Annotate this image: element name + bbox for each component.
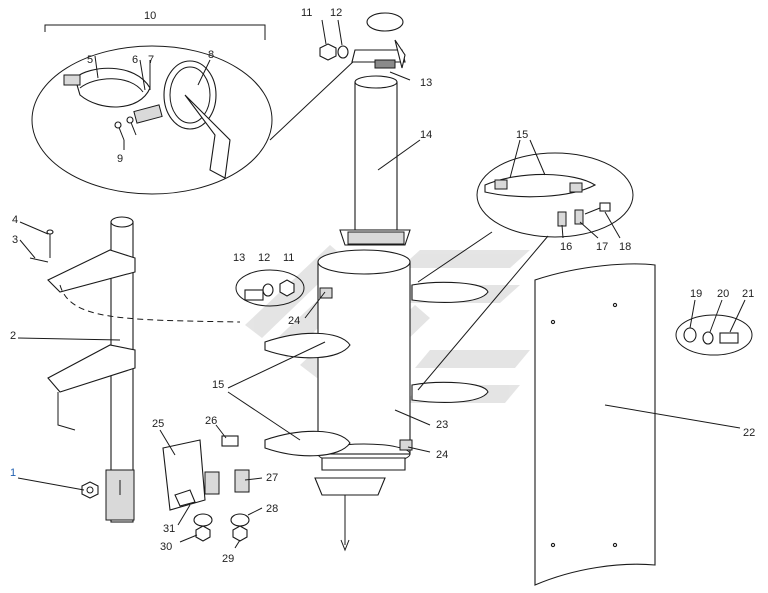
leader-lines xyxy=(17,19,746,549)
bolt-set-right xyxy=(675,314,753,356)
heat-shield xyxy=(534,263,656,586)
exhaust-pipe xyxy=(339,75,411,246)
label-27: 27 xyxy=(266,472,278,484)
label-25: 25 xyxy=(152,418,164,430)
label-19: 19 xyxy=(690,288,702,300)
label-1: 1 xyxy=(10,467,16,479)
label-16: 16 xyxy=(560,241,572,253)
label-11: 11 xyxy=(301,7,312,19)
label-13: 13 xyxy=(420,77,432,89)
label-5: 5 xyxy=(87,54,93,66)
callout-labels: 10 5 6 7 8 9 4 3 2 1 11 12 13 14 15 16 1… xyxy=(10,7,755,565)
muffler-body xyxy=(314,249,411,552)
label-24-top: 24 xyxy=(288,315,300,327)
top-cap-assembly xyxy=(319,12,406,69)
label-8: 8 xyxy=(208,49,214,61)
label-2: 2 xyxy=(10,330,16,342)
label-14: 14 xyxy=(420,129,432,141)
lower-bracket-assembly xyxy=(162,435,250,542)
label-9: 9 xyxy=(117,153,123,165)
label-21: 21 xyxy=(742,288,754,300)
label-12-mid: 12 xyxy=(258,252,270,264)
label-30: 30 xyxy=(160,541,172,553)
label-13-mid: 13 xyxy=(233,252,245,264)
label-12: 12 xyxy=(330,7,342,19)
label-23: 23 xyxy=(436,419,448,431)
label-17: 17 xyxy=(596,241,608,253)
label-4: 4 xyxy=(12,214,18,226)
label-3: 3 xyxy=(12,234,18,246)
mounting-post xyxy=(29,216,136,523)
label-15-mid: 15 xyxy=(212,379,224,391)
label-22: 22 xyxy=(743,427,755,439)
label-20: 20 xyxy=(717,288,729,300)
detail-callout-band-bolt xyxy=(417,152,634,391)
label-29: 29 xyxy=(222,553,234,565)
label-18: 18 xyxy=(619,241,631,253)
label-28: 28 xyxy=(266,503,278,515)
bolt-set-mid xyxy=(235,269,305,307)
label-7: 7 xyxy=(148,54,154,66)
muffler-clamp-bands xyxy=(264,281,489,457)
label-26: 26 xyxy=(205,415,217,427)
label-11-mid: 11 xyxy=(283,252,294,264)
label-24-bottom: 24 xyxy=(436,449,448,461)
label-31: 31 xyxy=(163,523,175,535)
label-6: 6 xyxy=(132,54,138,66)
label-15-top: 15 xyxy=(516,129,528,141)
detail-callout-clamp-and-flap xyxy=(31,24,356,195)
label-10: 10 xyxy=(144,10,156,22)
